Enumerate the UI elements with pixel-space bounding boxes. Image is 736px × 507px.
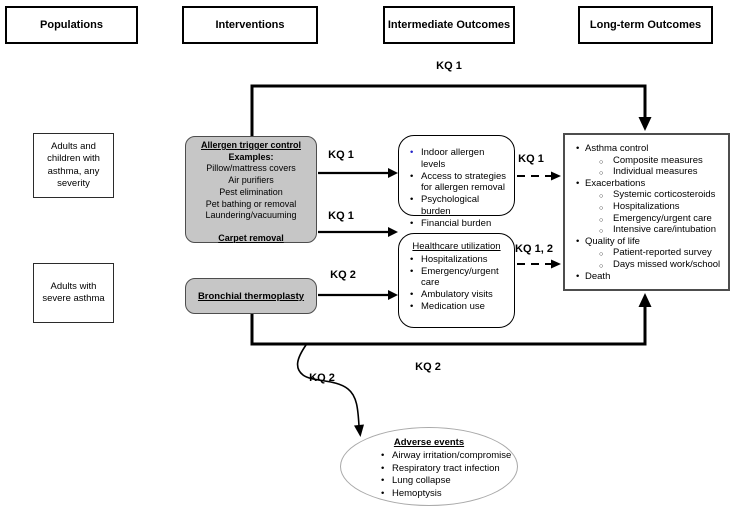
long-term-outcomes-box: Asthma controlComposite measuresIndividu…: [563, 133, 730, 291]
list-item: Lung collapse: [375, 475, 517, 488]
list-item: Medication use: [404, 301, 509, 313]
list-item: Ambulatory visits: [404, 289, 509, 301]
list-subitem: Hospitalizations: [575, 201, 725, 214]
list-item: Hospitalizations: [404, 254, 509, 266]
list-item: Financial burden: [404, 218, 509, 230]
list-subitem: Individual measures: [575, 166, 725, 179]
header-long-term-outcomes: Long-term Outcomes: [578, 6, 713, 44]
list-item: Respiratory tract infection: [375, 463, 517, 476]
kq2-bronchial-label: KQ 2: [330, 269, 356, 281]
header-populations: Populations: [5, 6, 138, 44]
arrow-kq2-bottom-head: [638, 293, 652, 307]
list-subitem: Systemic corticosteroids: [575, 189, 725, 202]
arrow-allergen-to-int1-head: [388, 168, 398, 178]
list-subitem: Composite measures: [575, 155, 725, 168]
kq1-dashed-label: KQ 1: [518, 153, 544, 165]
intermediate-outcomes-healthcare-box: Healthcare utilization HospitalizationsE…: [398, 233, 515, 328]
list-item: Airway irritation/compromise: [375, 450, 517, 463]
arrow-kq1-top-head: [638, 117, 652, 131]
kq1-allergen-int2-label: KQ 1: [328, 210, 354, 222]
kq1-top-label: KQ 1: [436, 60, 462, 72]
population-box-any-severity: Adults and children with asthma, any sev…: [33, 133, 114, 198]
intervention-allergen-trigger-control-box: Allergen trigger control Examples: Pillo…: [185, 136, 317, 243]
arrow-int1-to-longterm-head: [551, 171, 561, 181]
arrow-kq1-top-line: [250, 84, 647, 136]
population-box-severe-asthma-text: Adults with severe asthma: [42, 280, 105, 304]
list-item: Hemoptysis: [375, 488, 517, 501]
arrow-bronchial-to-int2-head: [388, 290, 398, 300]
allergen-box-subtitle: Examples:: [228, 151, 274, 162]
header-intermediate-outcomes: Intermediate Outcomes: [383, 6, 515, 44]
allergen-box-title: Allergen trigger control: [200, 140, 301, 150]
list-item: Asthma control: [575, 143, 725, 155]
arrow-kq2-to-adverse-head: [354, 424, 364, 437]
intervention-bronchial-thermoplasty-box: Bronchial thermoplasty: [185, 278, 317, 314]
healthcare-utilization-list: HospitalizationsEmergency/urgent careAmb…: [404, 254, 509, 313]
list-item: Death: [575, 271, 725, 283]
population-box-severe-asthma: Adults with severe asthma: [33, 263, 114, 323]
list-item: Air purifiers: [228, 175, 274, 186]
list-item: Pest elimination: [219, 186, 283, 197]
intermediate-outcomes-allergen-box: Indoor allergen levelsAccess to strategi…: [398, 135, 515, 229]
allergen-box-footer: Carpet removal: [218, 232, 284, 243]
adverse-events-ellipse: Adverse events Airway irritation/comprom…: [340, 427, 518, 506]
kq1-allergen-int1-label: KQ 1: [328, 149, 354, 161]
list-item: Pillow/mattress covers: [206, 163, 296, 174]
list-item: Indoor allergen levels: [404, 147, 509, 171]
list-item: Quality of life: [575, 236, 725, 248]
healthcare-utilization-title: Healthcare utilization: [412, 241, 501, 252]
bronchial-box-title: Bronchial thermoplasty: [197, 290, 305, 302]
arrow-kq2-to-adverse-line: [296, 344, 360, 427]
list-subitem: Days missed work/school: [575, 259, 725, 272]
adverse-events-title: Adverse events: [393, 437, 465, 448]
kq2-bottom-label: KQ 2: [415, 361, 441, 373]
header-interventions: Interventions: [182, 6, 318, 44]
kq2-curve-label: KQ 2: [309, 372, 335, 384]
arrow-allergen-to-int2-head: [388, 227, 398, 237]
list-item: Psychological burden: [404, 194, 509, 218]
kq12-dashed-label: KQ 1, 2: [515, 243, 553, 255]
list-item: Laundering/vacuuming: [205, 210, 297, 221]
list-item: Emergency/urgent care: [404, 266, 509, 290]
adverse-events-list: Airway irritation/compromiseRespiratory …: [375, 450, 517, 500]
arrow-int2-to-longterm-head: [551, 259, 561, 269]
list-subitem: Emergency/urgent care: [575, 213, 725, 226]
list-item: Exacerbations: [575, 178, 725, 190]
list-item: Pet bathing or removal: [205, 198, 297, 209]
population-box-any-severity-text: Adults and children with asthma, any sev…: [47, 141, 100, 189]
list-subitem: Patient-reported survey: [575, 247, 725, 260]
list-item: Access to strategies for allergen remova…: [404, 171, 509, 195]
list-subitem: Intensive care/intubation: [575, 224, 725, 237]
